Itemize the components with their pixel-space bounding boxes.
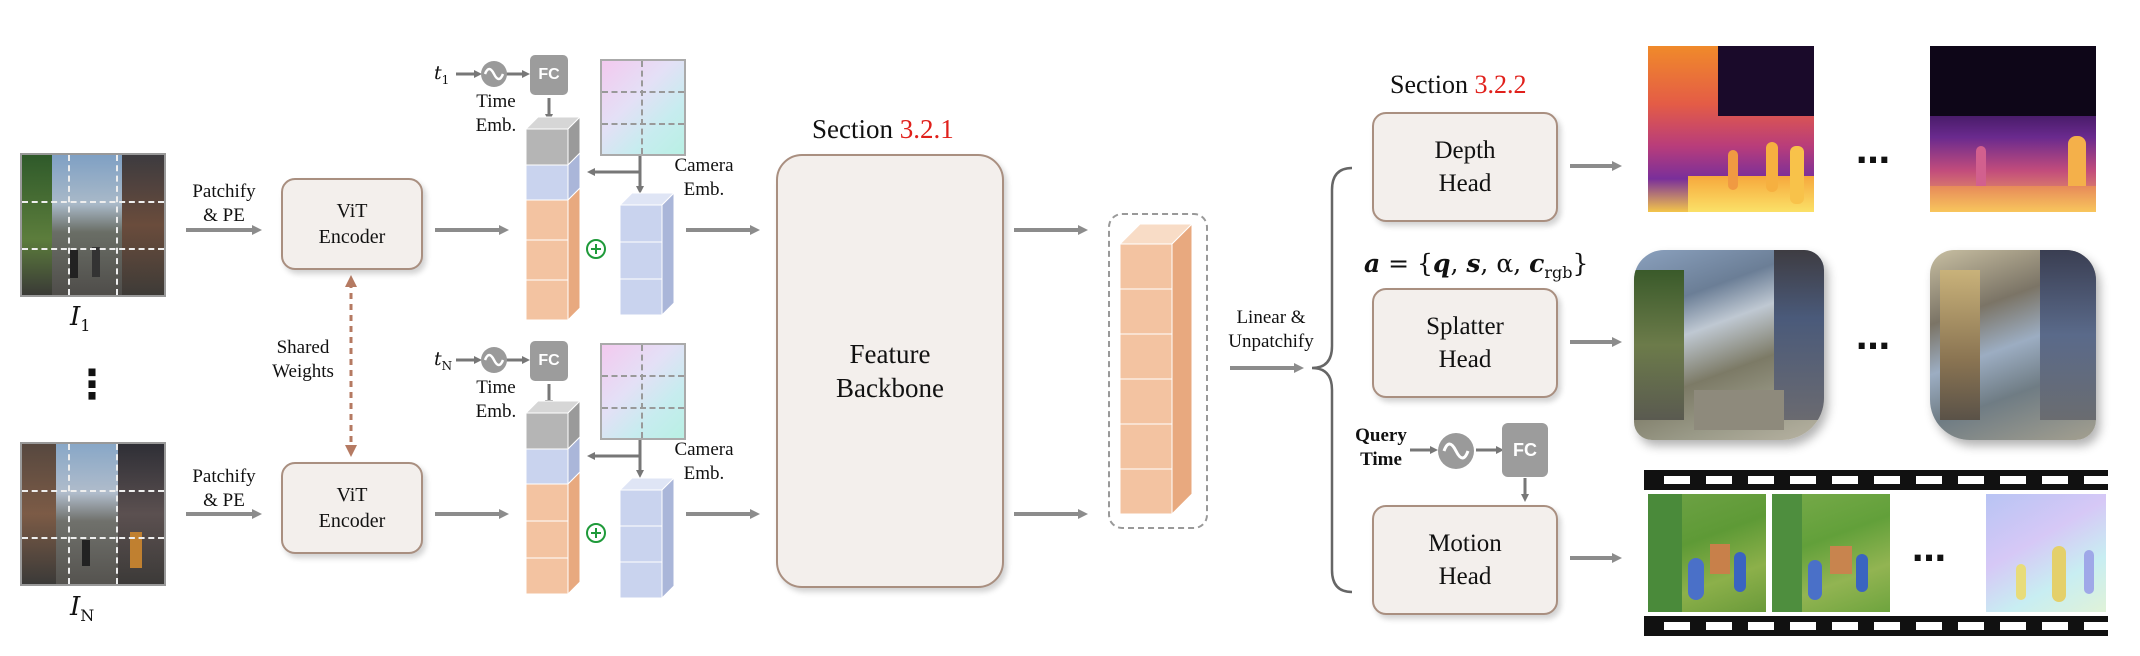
- vertical-ellipsis: ⋮: [72, 362, 112, 408]
- feature-backbone: Feature Backbone: [776, 154, 1004, 588]
- film-sprocket-hole: [2042, 622, 2068, 630]
- film-sprocket-hole: [1958, 476, 1984, 484]
- film-sprocket-hole: [1748, 622, 1774, 630]
- film-sprocket-hole: [1874, 476, 1900, 484]
- query-time-label: Query Time: [1355, 425, 1407, 470]
- camera-emb-label-bottom: Camera Emb.: [674, 439, 734, 484]
- section-3-2-1-title: Section 3.2.1: [812, 114, 954, 144]
- film-sprocket-hole: [1706, 622, 1732, 630]
- vit-encoder-bottom: ViT Encoder: [281, 462, 423, 554]
- splatter-head: Splatter Head: [1372, 288, 1558, 398]
- film-sprocket-hole: [1664, 476, 1690, 484]
- film-sprocket-hole: [2084, 622, 2110, 630]
- depth-map-output-1: [1648, 46, 1814, 212]
- input-frame-n-image: [20, 442, 166, 586]
- feature-token-column: [1118, 222, 1194, 516]
- splatter-ellipsis: …: [1856, 318, 1890, 358]
- motion-flow-output-2: [1772, 494, 1890, 612]
- input-frame-1-image: [20, 153, 166, 297]
- film-sprocket-hole: [2084, 476, 2110, 484]
- vit-encoder-top: ViT Encoder: [281, 178, 423, 270]
- linear-unpatchify-label: Linear & Unpatchify: [1228, 307, 1314, 352]
- film-sprocket-hole: [1832, 476, 1858, 484]
- film-sprocket-hole: [1832, 622, 1858, 630]
- patchify-label-bottom: Patchify & PE: [192, 466, 256, 511]
- camera-raymap-bottom: [600, 343, 686, 440]
- film-sprocket-hole: [1916, 476, 1942, 484]
- film-sprocket-hole: [1706, 476, 1732, 484]
- film-sprocket-hole: [2000, 622, 2026, 630]
- input-frame-n-label: IN: [70, 592, 95, 626]
- depth-map-output-n: [1930, 46, 2096, 212]
- sinusoid-icon-query: [1438, 433, 1474, 469]
- motion-ellipsis: …: [1912, 530, 1946, 570]
- token-column-bottom: [524, 399, 582, 596]
- fc-block-top: FC: [530, 55, 568, 95]
- motion-flow-output-n: [1986, 494, 2106, 612]
- splatter-render-output-1: [1634, 250, 1824, 440]
- heads-brace: [1311, 166, 1353, 594]
- input-frame-1-label: I1: [70, 302, 91, 336]
- camera-token-column-top: [618, 191, 676, 317]
- token-column-top: [524, 115, 582, 322]
- film-sprocket-hole: [1790, 622, 1816, 630]
- film-sprocket-hole: [1748, 476, 1774, 484]
- sinusoid-icon-bottom: [481, 347, 507, 373]
- gaussian-params-formula: a = {q, s, α, crgb}: [1364, 249, 1589, 282]
- time-emb-label-top: Time Emb.: [475, 91, 517, 136]
- depth-ellipsis: …: [1856, 132, 1890, 172]
- film-sprocket-hole: [1664, 622, 1690, 630]
- film-sprocket-hole: [1916, 622, 1942, 630]
- splatter-render-output-n: [1930, 250, 2096, 440]
- film-sprocket-hole: [2042, 476, 2068, 484]
- film-sprocket-hole: [1790, 476, 1816, 484]
- patchify-label-top: Patchify & PE: [192, 181, 256, 226]
- camera-token-column-bottom: [618, 476, 676, 600]
- motion-flow-output-1: [1648, 494, 1766, 612]
- film-sprocket-hole: [1958, 622, 1984, 630]
- fc-block-query: FC: [1502, 423, 1548, 477]
- feature-token-container: [1108, 213, 1208, 529]
- time-t1-label: t1: [434, 62, 450, 87]
- camera-emb-label-top: Camera Emb.: [674, 155, 734, 200]
- time-emb-label-bottom: Time Emb.: [475, 377, 517, 422]
- section-3-2-2-title: Section 3.2.2: [1390, 70, 1527, 99]
- shared-weights-label: Shared Weights: [272, 337, 334, 382]
- film-sprocket-hole: [2000, 476, 2026, 484]
- fc-block-bottom: FC: [530, 341, 568, 381]
- plus-icon-top: [586, 239, 606, 259]
- motion-head: Motion Head: [1372, 505, 1558, 615]
- time-tN-label: tN: [434, 348, 453, 373]
- plus-icon-bottom: [586, 523, 606, 543]
- depth-head: Depth Head: [1372, 112, 1558, 222]
- sinusoid-icon-top: [481, 61, 507, 87]
- film-sprocket-hole: [1874, 622, 1900, 630]
- camera-raymap-top: [600, 59, 686, 156]
